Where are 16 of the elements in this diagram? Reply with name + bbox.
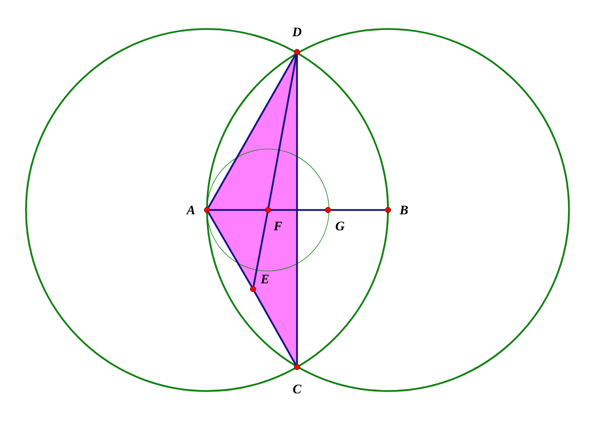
line-segment <box>208 212 252 287</box>
line-segment <box>296 54 298 364</box>
line-segment <box>208 54 296 208</box>
point-label: G <box>336 222 345 230</box>
line-segment <box>252 212 268 286</box>
point-label: C <box>293 384 302 394</box>
line-segment <box>254 291 296 365</box>
line-segment <box>330 209 386 211</box>
point-label: F <box>274 222 282 230</box>
point-label: A <box>186 206 195 214</box>
line-segment <box>270 209 326 211</box>
line-segment <box>210 209 266 211</box>
point-label: D <box>292 28 302 36</box>
line-segment <box>268 54 298 208</box>
point-label: B <box>400 206 408 214</box>
point-label: E <box>260 274 269 284</box>
